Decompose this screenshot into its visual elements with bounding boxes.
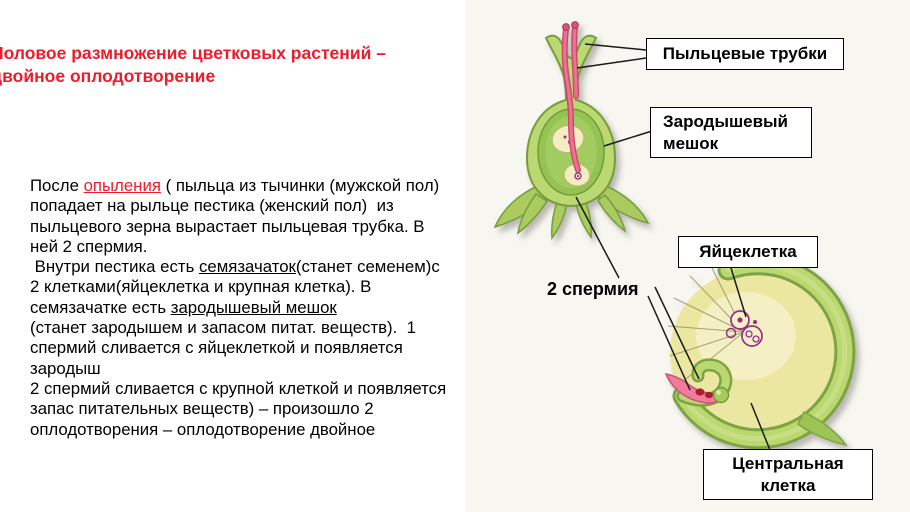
- connector-pollen-tube-1: [584, 43, 647, 51]
- label-two-sperm: 2 спермия: [547, 279, 639, 299]
- cell-radial-lines: [667, 267, 745, 383]
- pistil-illustration: [493, 21, 650, 241]
- term-ovule: семязачаток: [198, 257, 296, 277]
- connector-sperm-1: [654, 286, 700, 380]
- pollination-link[interactable]: опыления: [83, 176, 161, 195]
- connector-pollen-tube-2: [576, 57, 647, 69]
- label-embryo-sac: Зародышевый мешок: [650, 107, 812, 158]
- polar-nuclei-cluster: [725, 310, 763, 347]
- embryo-sac-illustration: [664, 254, 856, 450]
- body-text: После опыления ( пыльца из тычинки (мужс…: [30, 176, 452, 440]
- connector-pistil-to-sperm-label: [575, 196, 620, 279]
- connector-sperm-2: [647, 295, 691, 391]
- pollen-tubes: [561, 21, 581, 173]
- connector-embryo-sac: [603, 130, 653, 147]
- label-egg-cell: Яйцеклетка: [678, 236, 818, 268]
- slide-title: Половое размножение цветковых растений –…: [0, 43, 386, 86]
- leaf-tip: [797, 410, 848, 447]
- term-embryo-sac: зародышевый мешок: [170, 297, 337, 317]
- body-segment: (станет зародышем и запасом питат. вещес…: [30, 318, 447, 439]
- body-segment: (станет семенем)с 2 клетками(яйцеклетка …: [30, 257, 445, 317]
- connector-central-cell: [750, 402, 771, 451]
- connector-egg-cell: [730, 267, 747, 318]
- green-spiral: [672, 254, 856, 450]
- connector-lines: [575, 43, 771, 451]
- egg-cell-with-sperm: [664, 373, 730, 404]
- body-segment: После: [30, 176, 84, 195]
- sepal-leaves: [493, 182, 650, 241]
- label-pollen-tubes: Пыльцевые трубки: [646, 38, 844, 70]
- label-central-cell: Центральная клетка: [703, 449, 873, 500]
- body-segment: ( пыльца из тычинки (мужской пол) попада…: [30, 176, 440, 277]
